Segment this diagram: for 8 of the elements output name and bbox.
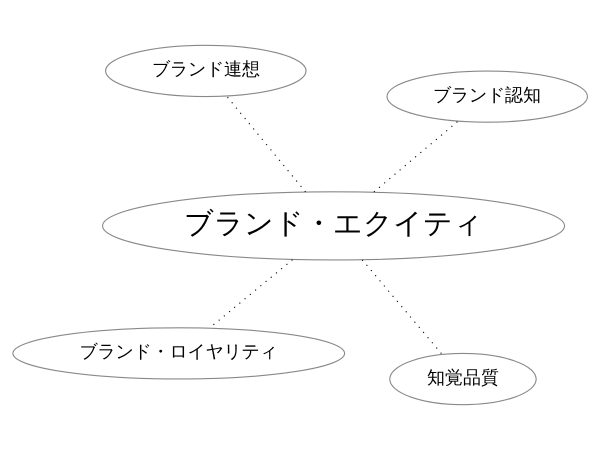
node-ellipse: ブランド認知 <box>386 70 588 123</box>
connector <box>374 120 458 192</box>
node-ellipse: ブランド・エクイティ <box>102 191 566 261</box>
connector <box>226 96 306 192</box>
node-ellipse: ブランド連想 <box>105 44 307 98</box>
node-ellipse: 知覚品質 <box>389 352 537 406</box>
node-ellipse: ブランド・ロイヤリティ <box>12 327 346 380</box>
connector <box>362 260 442 355</box>
